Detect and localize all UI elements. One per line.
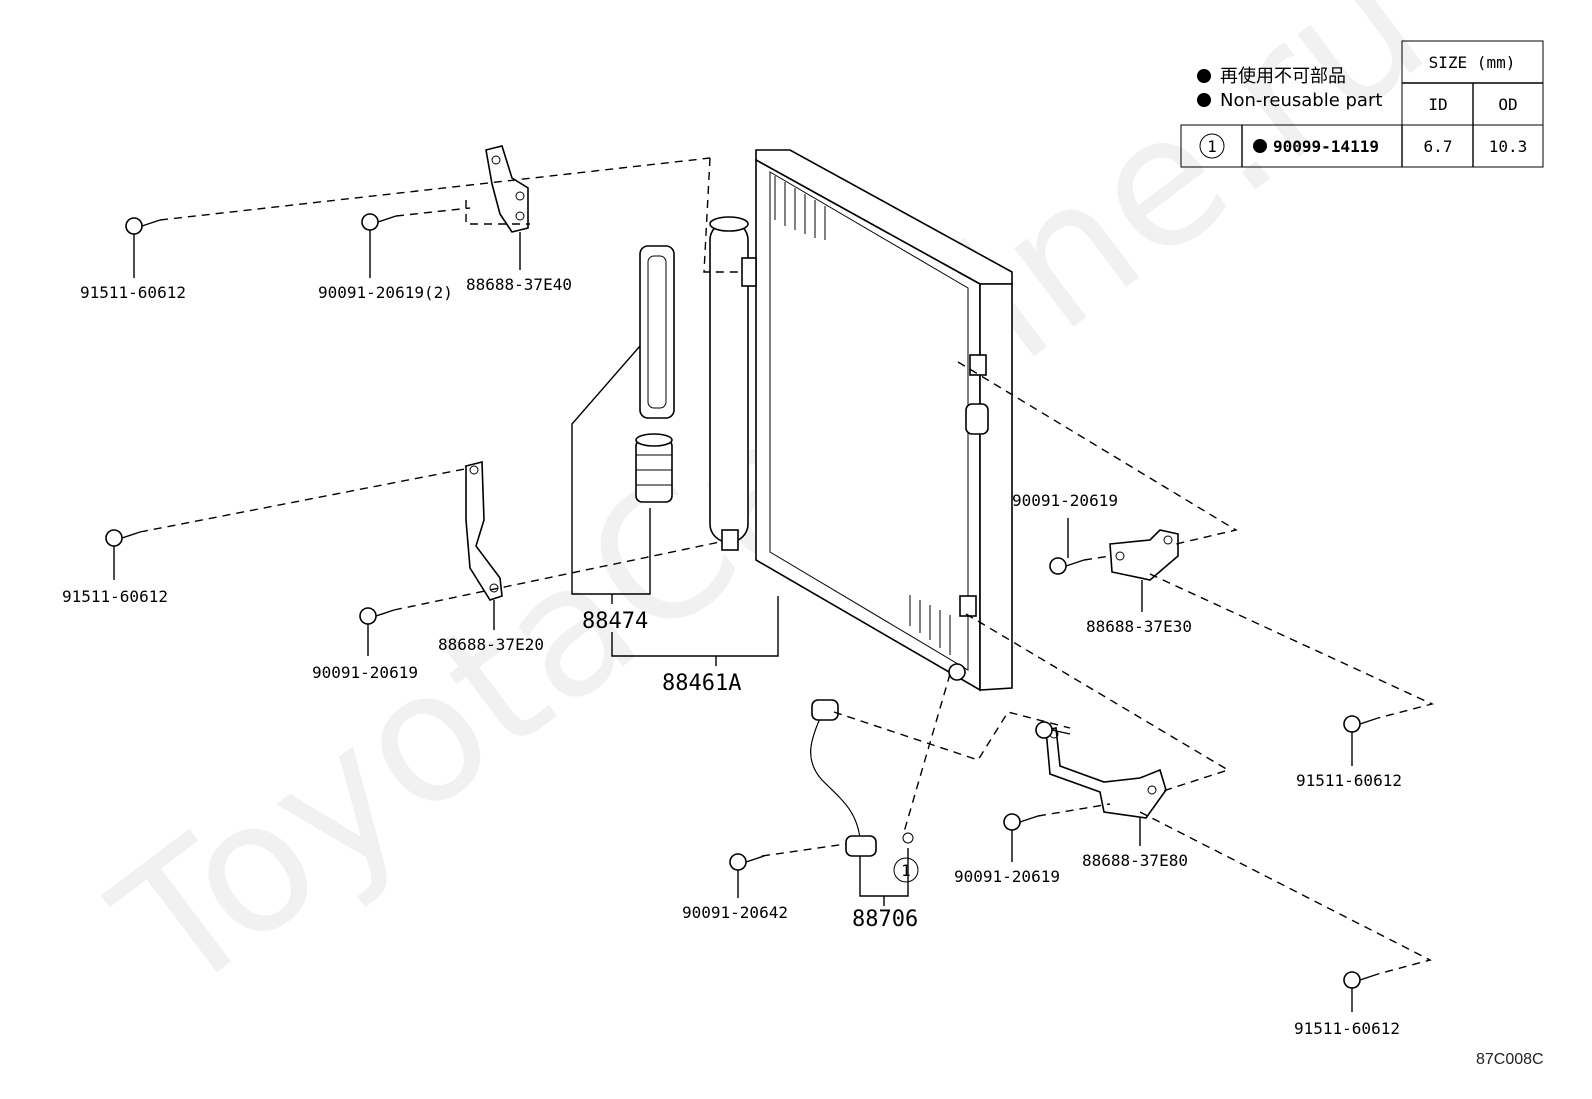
row-id-value: 6.7: [1424, 137, 1453, 156]
circled-number-icon: [893, 857, 919, 883]
label-bolt-top-left: 91511-60612: [80, 283, 186, 302]
col-id-header: ID: [1428, 95, 1447, 114]
mount-tab: [969, 354, 987, 376]
leader-lines: [113, 230, 1353, 1012]
legend-nonreusable-jp: 再使用不可部品: [1220, 66, 1346, 87]
legend-nonreusable-en: Non-reusable part: [1220, 90, 1382, 111]
bullet-icon: [1253, 139, 1267, 153]
label-bolt-top-mid: 90091-20619(2): [318, 283, 453, 302]
label-bolt-far-right-mid: 91511-60612: [1296, 771, 1402, 790]
bracket-left: [465, 460, 503, 601]
bullet-icon: [1197, 69, 1211, 83]
discharge-pipe: [810, 699, 914, 857]
oring-symbol: 1: [901, 861, 911, 880]
assembly-lines: [139, 157, 1435, 975]
col-od-header: OD: [1498, 95, 1517, 114]
row-part-number: 90099-14119: [1273, 137, 1379, 156]
label-bolt-pipe: 90091-20642: [682, 903, 788, 922]
row-symbol: 1: [1207, 137, 1217, 156]
bullet-icon: [1197, 93, 1211, 107]
label-condenser: 88461A: [662, 671, 741, 696]
dryer-cartridge: [635, 245, 675, 503]
size-table: 再使用不可部品 Non-reusable part SIZE (mm) ID O…: [1180, 40, 1544, 168]
label-bracket-left: 88688-37E20: [438, 635, 544, 654]
callout-labels: 91511-60612 90091-20619(2) 88688-37E40 9…: [62, 275, 1402, 1038]
mount-tab: [959, 595, 977, 617]
circled-number-icon: [1199, 133, 1225, 159]
label-dryer: 88474: [582, 609, 648, 634]
figure-code: 87C008C: [1476, 1051, 1544, 1068]
size-header: SIZE (mm): [1429, 53, 1516, 72]
condenser-fins: [774, 176, 951, 655]
mount-tab: [721, 529, 739, 551]
o-ring: [902, 832, 914, 844]
row-od-value: 10.3: [1489, 137, 1528, 156]
label-bracket-top: 88688-37E40: [466, 275, 572, 294]
bracket-top: [485, 145, 529, 233]
label-bolt-mid-left: 91511-60612: [62, 587, 168, 606]
bolt-icons: [105, 213, 1379, 989]
bracket-right: [1109, 529, 1179, 581]
mount-tab: [741, 257, 757, 287]
label-bolt-lower-left: 90091-20619: [312, 663, 418, 682]
label-bracket-lower-right: 88688-37E80: [1082, 851, 1188, 870]
label-bracket-right: 88688-37E30: [1086, 617, 1192, 636]
label-bolt-right-upper: 90091-20619: [1012, 491, 1118, 510]
bracket-lower-right: [1045, 727, 1167, 819]
label-bolt-right-lower: 90091-20619: [954, 867, 1060, 886]
label-bolt-far-right-low: 91511-60612: [1294, 1019, 1400, 1038]
label-pipe: 88706: [852, 907, 918, 932]
mount-tab: [965, 403, 989, 435]
condenser: [709, 149, 1013, 692]
